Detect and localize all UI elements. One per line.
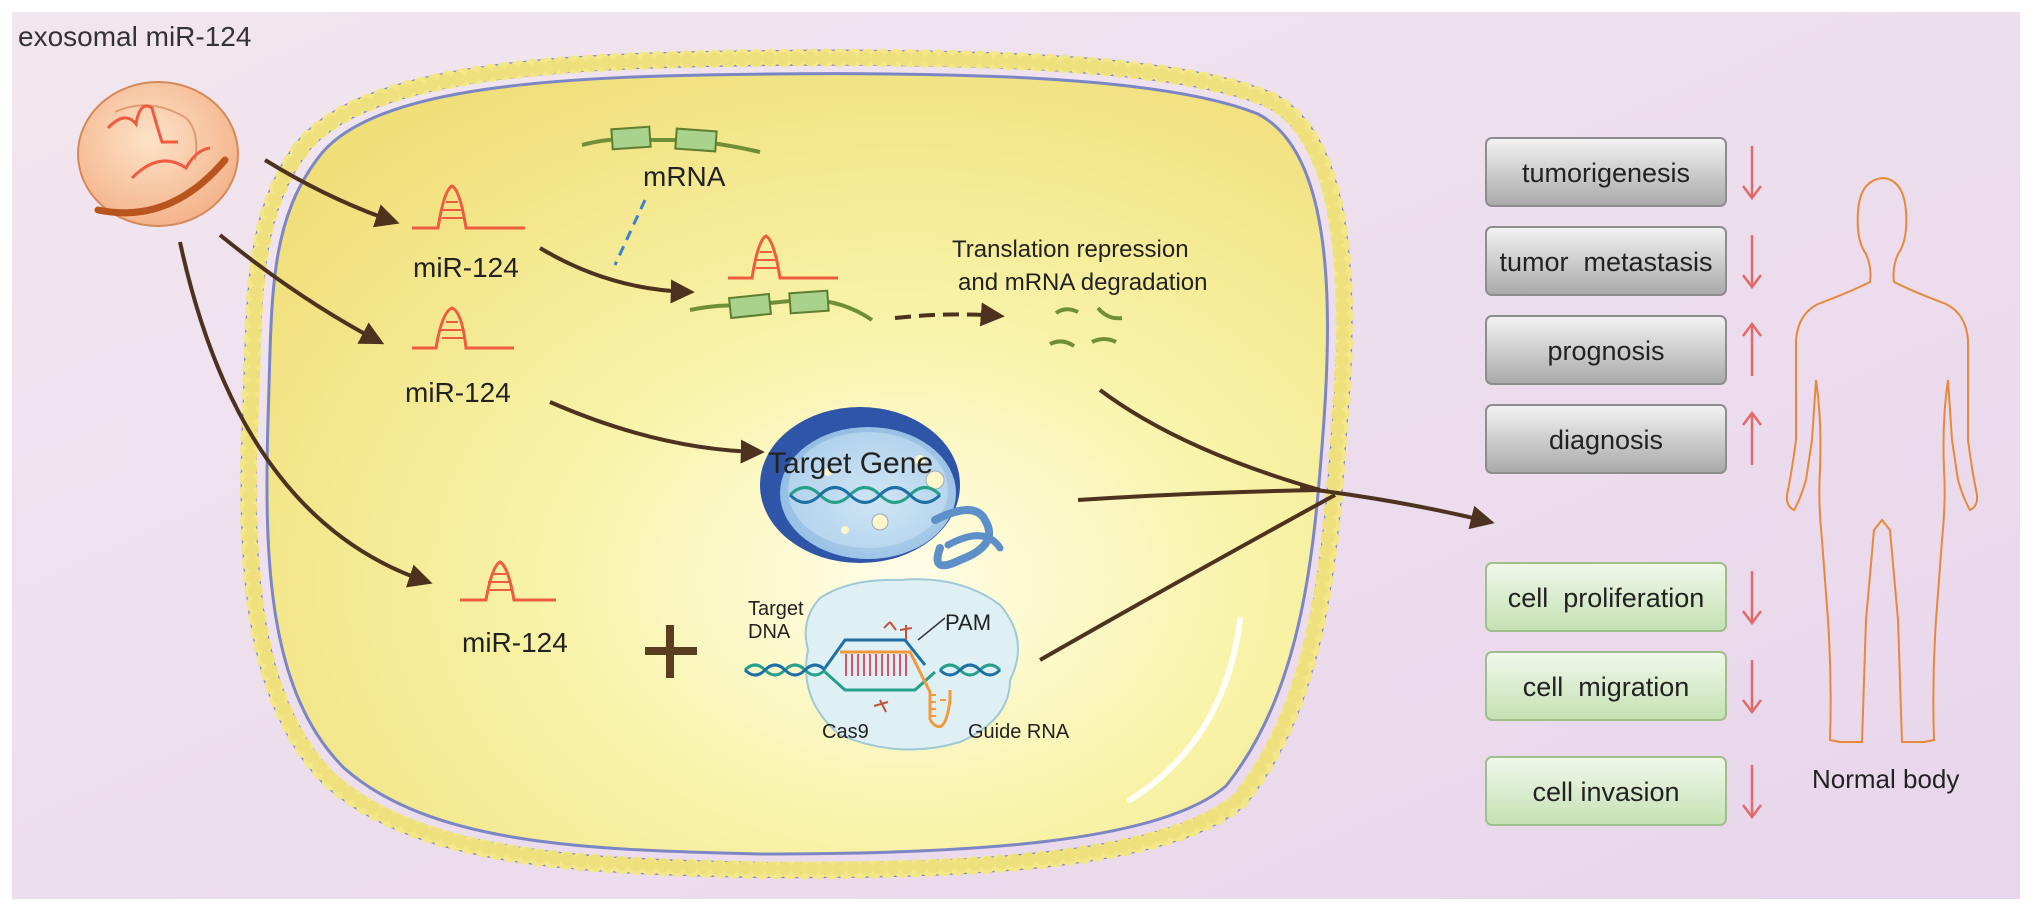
nucleus — [760, 407, 1004, 570]
mirna-mrna-complex — [689, 234, 874, 322]
arrow-head-icon — [1742, 410, 1762, 426]
crispr-guide-rna-label: Guide RNA — [968, 721, 1070, 743]
arrow-head-icon — [1742, 274, 1762, 290]
outcome-box — [1485, 756, 1727, 826]
arrow-head-icon — [1742, 321, 1762, 337]
arrow-head-icon — [1742, 804, 1762, 820]
mirna-hairpin-2 — [412, 306, 514, 350]
arrow-from-degradation — [1098, 388, 1321, 492]
outcome-list: tumorigenesis tumor metastasis prognosis di… — [1485, 137, 1762, 826]
body-label: Normal body — [1812, 764, 1959, 794]
arrow-exosome-to-mirna-3 — [178, 241, 433, 588]
outcome-box — [1485, 651, 1727, 721]
arrow-to-complex — [538, 246, 695, 304]
degraded-mrna-fragments — [1049, 306, 1123, 348]
arrow-to-outcomes — [1299, 486, 1495, 530]
outcome-label: tumorigenesis — [1522, 158, 1690, 188]
mirna-label-1: miR-124 — [413, 252, 519, 283]
outcome-box — [1485, 226, 1727, 296]
crispr-cas9-label: Cas9 — [822, 721, 869, 743]
arrow-head-icon — [1742, 185, 1762, 201]
exosome-mirna-strand — [106, 104, 178, 144]
translation-text-line-1: Translation repression — [952, 236, 1189, 263]
arrow-exosome-to-mirna-2 — [218, 233, 385, 345]
arrow-head-icon — [1742, 699, 1762, 715]
target-gene-label: Target Gene — [768, 447, 933, 480]
mirna-hairpin-3 — [460, 560, 556, 602]
outcome-label: tumor metastasis — [1499, 247, 1712, 277]
outcome-label: prognosis — [1547, 336, 1664, 366]
arrow-head-icon — [1742, 610, 1762, 626]
arrow-from-nucleus — [1077, 488, 1321, 502]
mirna-label-2: miR-124 — [405, 377, 511, 408]
mirna-label-3: miR-124 — [462, 627, 568, 658]
human-body-figure — [1785, 176, 1979, 743]
crispr-cas9-complex — [743, 578, 1019, 751]
arrow-to-nucleus — [549, 400, 765, 464]
crispr-target-label-1: Target — [748, 598, 804, 620]
outcome-label: cell proliferation — [1508, 583, 1705, 613]
mirna-hairpin-1 — [412, 184, 525, 230]
binding-dashed-line — [613, 199, 647, 266]
arrow-from-crispr — [1039, 493, 1336, 662]
outcome-label: cell invasion — [1532, 777, 1679, 807]
outcome-label: diagnosis — [1549, 425, 1663, 455]
arrow-to-degradation — [894, 302, 1005, 327]
outcome-box — [1485, 315, 1727, 385]
mrna-label: mRNA — [643, 161, 726, 192]
crispr-target-label-2: DNA — [748, 621, 791, 643]
arrow-exosome-to-mirna-1 — [263, 158, 400, 228]
diagram-title: exosomal miR-124 — [18, 21, 251, 52]
translation-text-line-2: and mRNA degradation — [958, 269, 1208, 296]
exosome — [77, 81, 239, 227]
outcome-box — [1485, 137, 1727, 207]
outcome-box — [1485, 404, 1727, 474]
plus-icon — [645, 625, 697, 678]
outcome-label: cell migration — [1523, 672, 1690, 702]
outcome-box — [1485, 562, 1727, 632]
crispr-pam-label: PAM — [945, 610, 991, 635]
mrna-strand — [581, 125, 761, 154]
